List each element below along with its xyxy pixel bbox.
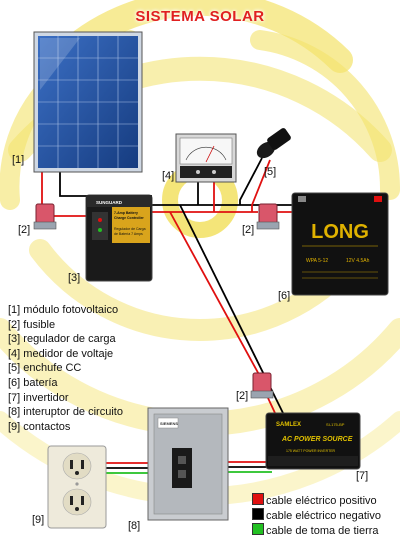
inverter-sub: 175 WATT POWER INVERTER — [286, 449, 336, 453]
label-regulator: [3] — [68, 272, 81, 284]
fuse-right — [256, 203, 280, 230]
legend-item: [2] fusible — [8, 318, 56, 331]
wire-outlet-neg — [239, 157, 263, 205]
wire-panel-neg — [59, 172, 88, 197]
fuse-bottom — [250, 372, 274, 399]
regulator-brand: SUNGUARD — [96, 200, 123, 205]
wire-key-label: cable eléctrico positivo — [266, 495, 377, 507]
wire-fuse-bottom-inverter — [267, 397, 276, 414]
component-legend: [1] módulo fotovoltaico [2] fusible [3] … — [8, 303, 123, 434]
label-fuse-left: [2] — [18, 224, 31, 236]
positive-swatch — [252, 493, 264, 505]
legend-item: [3] regulador de carga — [8, 333, 116, 346]
wire-key-ground: cable de toma de tierra — [252, 523, 379, 537]
inverter-brand: SAMLEX — [276, 422, 301, 428]
battery: LONG WPA 5-12 12V 4.5Ah — [291, 192, 389, 296]
label-contacts: [9] — [32, 514, 45, 526]
wire-battery-inverter-pos — [169, 211, 263, 381]
negative-swatch — [252, 508, 264, 520]
regulator-line4: de Batería 7 Amps — [114, 232, 143, 236]
wire-key-label: cable eléctrico negativo — [266, 510, 381, 522]
label-battery: [6] — [278, 290, 291, 302]
circuit-breaker: SIEMENS — [147, 407, 229, 521]
legend-item: [9] contactos — [8, 420, 71, 433]
inverter: SAMLEX SI-175-BP AC POWER SOURCE 175 WAT… — [265, 412, 361, 470]
legend-item: [7] invertidor — [8, 391, 69, 404]
regulator-line2: Charge Controller — [114, 216, 144, 220]
label-fuse-right: [2] — [242, 224, 255, 236]
legend-item: [5] enchufe CC — [8, 362, 82, 375]
wire-key-positive: cable eléctrico positivo — [252, 493, 377, 507]
legend-item: [1] módulo fotovoltaico — [8, 304, 119, 316]
battery-rating: 12V 4.5Ah — [346, 258, 370, 264]
wire-key-label: cable de toma de tierra — [266, 525, 379, 537]
wiring — [41, 157, 300, 474]
breaker-brand: SIEMENS — [160, 421, 178, 426]
label-outlet-dc: [5] — [264, 166, 277, 178]
inverter-model: SI-175-BP — [326, 422, 345, 427]
label-breaker: [8] — [128, 520, 141, 532]
diagram-title: SISTEMA SOLAR — [135, 8, 265, 25]
voltage-meter — [175, 133, 237, 183]
battery-brand: LONG — [311, 221, 369, 243]
label-panel: [1] — [12, 154, 25, 166]
fuse-left — [33, 203, 57, 230]
regulator-line3: Regulador de Carga — [114, 227, 146, 231]
label-fuse-bottom: [2] — [236, 390, 249, 402]
wire-key-negative: cable eléctrico negativo — [252, 508, 381, 522]
battery-model: WPA 5-12 — [306, 258, 328, 264]
solar-panel — [33, 31, 143, 173]
charge-regulator: SUNGUARD 7-Amp Battery Charge Controller… — [85, 194, 153, 282]
ac-outlet — [47, 445, 107, 529]
wire-outlet-pos — [251, 159, 271, 212]
regulator-line1: 7-Amp Battery — [114, 211, 138, 215]
dc-outlet — [256, 128, 291, 159]
ground-swatch — [252, 523, 264, 535]
legend-item: [4] medidor de voltaje — [8, 347, 114, 360]
inverter-line: AC POWER SOURCE — [281, 436, 353, 443]
label-meter: [4] — [162, 170, 175, 182]
label-inverter: [7] — [356, 470, 369, 482]
legend-item: [8] interuptor de circuito — [8, 406, 123, 419]
legend-item: [6] batería — [8, 376, 58, 389]
